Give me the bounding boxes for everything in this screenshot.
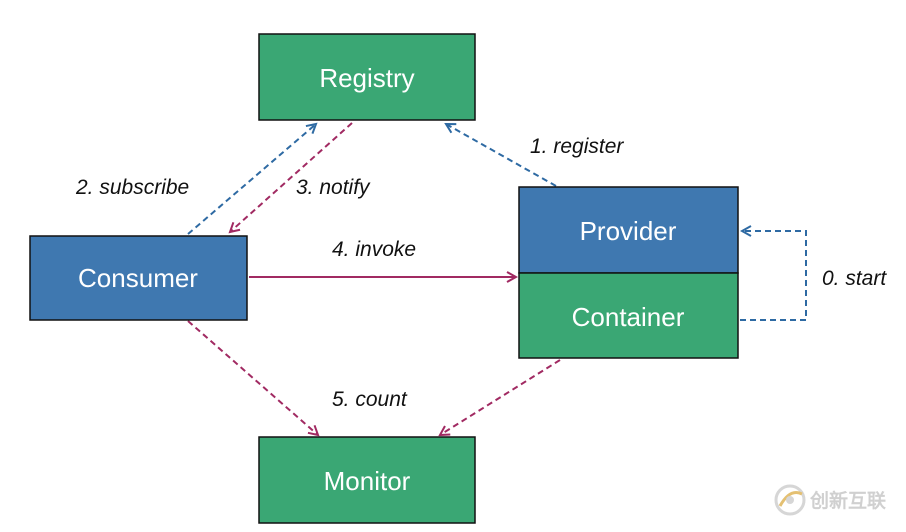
start-label: 0. start — [822, 267, 887, 290]
subscribe-label: 2. subscribe — [75, 176, 189, 199]
edge-count-consumer — [187, 320, 318, 435]
monitor-label: Monitor — [324, 466, 411, 496]
consumer-box — [29, 235, 248, 321]
monitor-node: Monitor — [258, 436, 476, 524]
register-label: 1. register — [530, 135, 624, 158]
edge-notify — [230, 122, 353, 232]
invoke-label: 4. invoke — [332, 238, 416, 261]
watermark: 创新互联 — [774, 484, 886, 516]
edge-start — [740, 231, 807, 321]
container-box — [518, 272, 739, 359]
consumer-node: Consumer — [29, 235, 248, 321]
watermark-text: 创新互联 — [809, 489, 886, 512]
edge-register — [446, 124, 557, 187]
registry-node: Registry — [258, 33, 476, 121]
provider-box — [518, 186, 739, 274]
edge-count-container — [440, 359, 561, 435]
monitor-box — [258, 436, 476, 524]
edge-subscribe — [187, 124, 316, 235]
count-label: 5. count — [332, 388, 408, 411]
logo-swirl-icon — [774, 484, 806, 516]
container-label: Container — [572, 302, 685, 332]
notify-label: 3. notify — [296, 176, 371, 199]
consumer-label: Consumer — [78, 263, 198, 293]
provider-container-node: Provider Container — [518, 186, 739, 359]
registry-box — [258, 33, 476, 121]
provider-label: Provider — [580, 216, 677, 246]
registry-label: Registry — [319, 63, 414, 93]
